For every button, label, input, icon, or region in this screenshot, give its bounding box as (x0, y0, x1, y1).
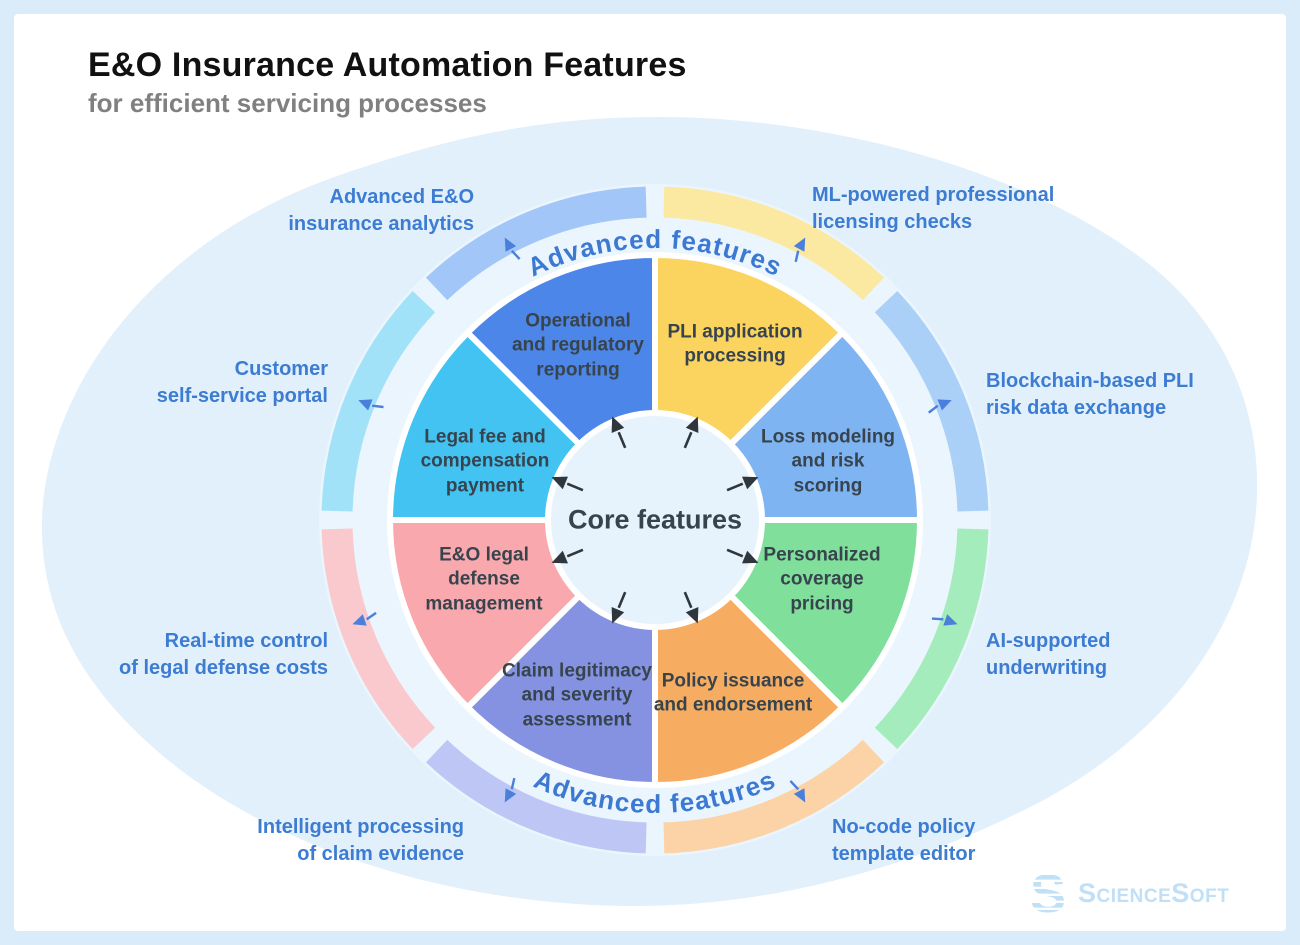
page-title: E&O Insurance Automation Features (88, 46, 687, 84)
wedge-label-eo-legal-defense: E&O legal defense management (425, 544, 543, 615)
advanced-label-ml: ML-powered professional licensing checks (812, 184, 1055, 233)
wedge-label-legal-fee: Legal fee and compensation payment (420, 426, 550, 497)
page-subtitle: for efficient servicing processes (88, 88, 487, 118)
ring-segment-blockchain (874, 290, 989, 512)
advanced-label-ai: AI-supported underwriting (986, 630, 1111, 679)
sciencesoft-logo-icon: S (1030, 868, 1066, 916)
ring-segment-analytics (425, 186, 647, 301)
ring-segment-intelligent (425, 739, 647, 854)
advanced-label-analytics: Advanced E&O insurance analytics (288, 186, 474, 235)
ring-segment-realtime (321, 528, 436, 750)
advanced-label-realtime: Real-time control of legal defense costs (119, 630, 328, 679)
wedge-label-pli-application: PLI application processing (667, 321, 803, 367)
wedge-label-operational: Operational and regulatory reporting (512, 310, 644, 381)
ring-segment-ai (874, 528, 989, 750)
wedge-label-personalized: Personalized coverage pricing (763, 544, 881, 615)
advanced-label-blockchain: Blockchain-based PLI risk data exchange (986, 370, 1194, 419)
advanced-label-customer: Customer self-service portal (156, 358, 328, 407)
svg-text:S: S (1030, 868, 1066, 916)
wedge-label-policy-issuance: Policy issuance and endorsement (653, 670, 813, 716)
ring-segment-ml (663, 186, 885, 301)
core-features-circle (545, 410, 765, 630)
sciencesoft-logo: S ScienceSoft (1028, 868, 1229, 916)
wedge-label-claim-legitimacy: Claim legitimacy and severity assessment (502, 660, 652, 731)
core-features-label: Core features (567, 504, 743, 535)
ring-segment-customer (321, 290, 436, 512)
ring-segment-nocode (663, 739, 885, 854)
advanced-label-intelligent: Intelligent processing of claim evidence (257, 816, 464, 865)
sciencesoft-logo-text: ScienceSoft (1078, 877, 1230, 908)
wedge-label-loss-modeling: Loss modeling and risk scoring (760, 426, 896, 497)
advanced-label-nocode: No-code policy template editor (832, 816, 976, 865)
